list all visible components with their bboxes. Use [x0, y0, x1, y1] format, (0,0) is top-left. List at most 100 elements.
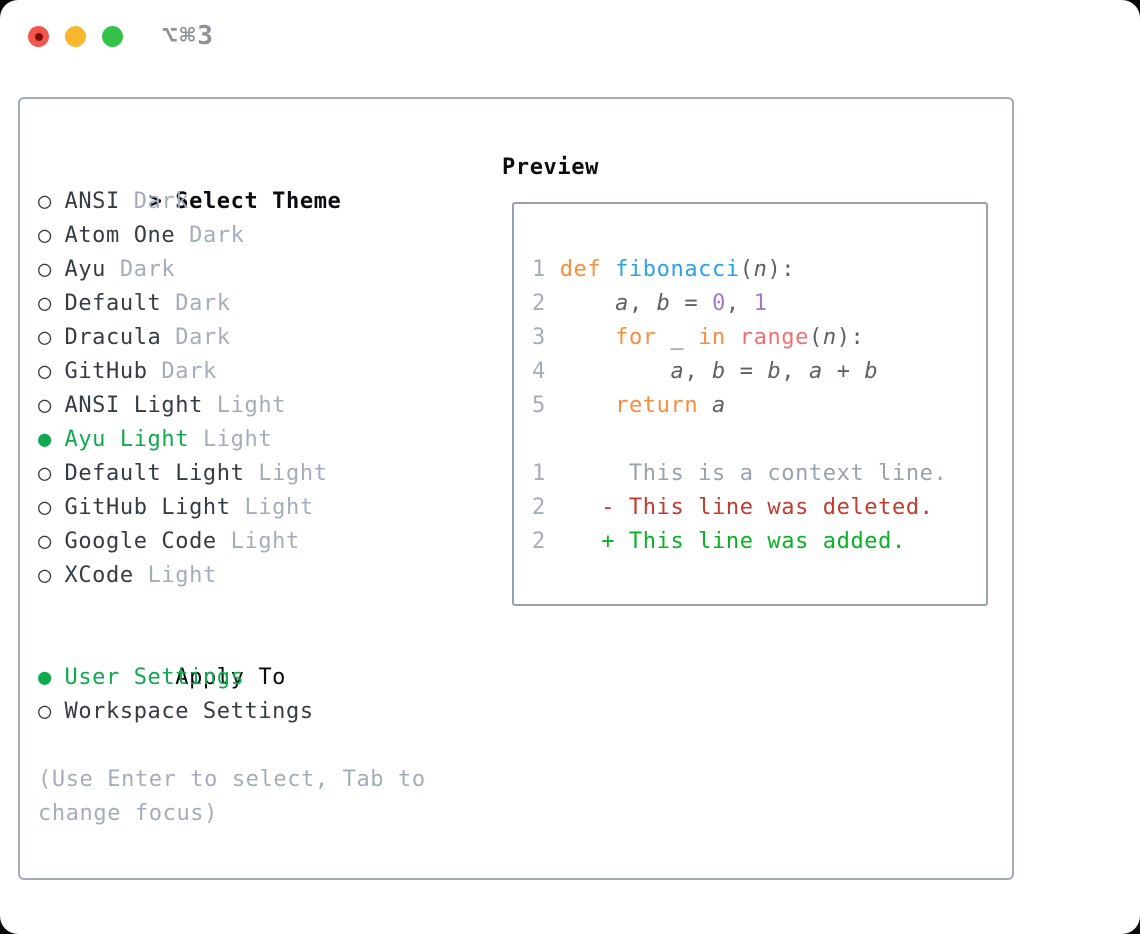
radio-icon: ○ — [38, 359, 52, 384]
radio-icon: ○ — [38, 461, 52, 486]
radio-icon: ○ — [38, 223, 52, 248]
theme-option-ansi-light-light[interactable]: ○ ANSI Light Light — [38, 389, 482, 423]
code-token-plain — [726, 325, 740, 350]
code-token-kw: return — [615, 393, 699, 418]
radio-icon: ○ — [38, 257, 52, 282]
apply-option-user-settings[interactable]: ● User Settings — [38, 661, 482, 695]
zoom-button[interactable] — [102, 26, 123, 47]
code-token-plain: ( — [808, 325, 823, 350]
code-token-plain: ( — [739, 257, 754, 282]
line-number: 1 — [532, 461, 560, 486]
code-token-kw: def — [559, 257, 602, 282]
theme-name: Ayu — [64, 257, 107, 282]
code-token-var: b — [712, 359, 726, 384]
theme-variant: Light — [133, 563, 217, 588]
theme-name: ANSI Light — [64, 393, 203, 418]
minimize-button[interactable] — [65, 26, 86, 47]
radio-icon: ○ — [38, 529, 52, 554]
modified-indicator-dot — [34, 32, 43, 41]
theme-option-xcode-light[interactable]: ○XCode Light — [38, 559, 482, 593]
theme-option-atom-one-dark[interactable]: ○Atom One Dark — [38, 219, 482, 253]
spacer — [38, 593, 482, 627]
radio-selected-icon: ● — [38, 665, 52, 690]
code-token-plain: , — [725, 291, 754, 316]
code-token-del: - This line was deleted. — [559, 495, 934, 520]
apply-to-header: Apply To — [38, 627, 482, 690]
prompt-icon: > — [148, 189, 163, 214]
theme-option-github-dark[interactable]: ○ GitHub Dark — [38, 355, 482, 389]
code-token-plain — [601, 257, 615, 282]
code-token-plain: ): — [767, 257, 796, 282]
code-token-kw: in — [698, 325, 726, 350]
code-token-plain — [560, 393, 615, 418]
radio-icon: ○ — [38, 291, 52, 316]
apply-option-label: User Settings — [64, 665, 245, 690]
close-button[interactable] — [28, 26, 49, 47]
preview-line: 3 for _ in range(n): — [532, 321, 986, 355]
theme-variant: Dark — [161, 291, 231, 316]
code-token-plain — [560, 359, 671, 384]
theme-option-github-light-light[interactable]: ○GitHub Light Light — [38, 491, 482, 525]
line-number: 2 — [532, 529, 560, 554]
radio-selected-icon: ● — [38, 427, 52, 452]
line-number: 3 — [532, 325, 560, 350]
line-number: 2 — [532, 291, 560, 316]
preview-title: Preview — [502, 155, 599, 180]
theme-option-google-code-light[interactable]: ○Google Code Light — [38, 525, 482, 559]
theme-name: Default Light — [64, 461, 245, 486]
theme-variant: Light — [202, 393, 287, 418]
code-token-var: a — [712, 393, 726, 418]
code-token-num: 1 — [753, 291, 768, 316]
preview-line: 2 + This line was added. — [532, 525, 986, 559]
code-token-plain: = — [670, 291, 713, 316]
line-number — [532, 427, 560, 452]
window-title: ⌥⌘3 — [162, 21, 215, 51]
theme-variant: Light — [216, 529, 300, 554]
theme-option-ansi-dark[interactable]: ○ANSI Dark — [38, 185, 482, 219]
code-token-plain: = — [725, 359, 768, 384]
code-token-var: a — [809, 359, 823, 384]
apply-option-label: Workspace Settings — [64, 699, 314, 724]
code-token-plain: , — [781, 359, 809, 384]
theme-name: Atom One — [64, 223, 176, 248]
code-token-plain — [698, 393, 712, 418]
preview-line: 2 - This line was deleted. — [532, 491, 986, 525]
theme-name: Ayu Light — [64, 427, 190, 452]
theme-variant: Dark — [147, 359, 217, 384]
preview-line: 5 return a — [532, 389, 986, 423]
code-token-var: b — [767, 359, 782, 384]
theme-variant: Dark — [119, 189, 190, 214]
preview-line: 2 a, b = 0, 1 — [532, 287, 986, 321]
code-token-coral: range — [739, 325, 809, 350]
apply-option-workspace-settings[interactable]: ○Workspace Settings — [38, 695, 482, 729]
theme-option-ayu-dark[interactable]: ○Ayu Dark — [38, 253, 482, 287]
code-token-var: a — [615, 291, 629, 316]
code-token-plain — [560, 325, 615, 350]
theme-name: GitHub Light — [64, 495, 231, 520]
line-number: 4 — [532, 359, 560, 384]
theme-name: Dracula — [64, 325, 162, 350]
theme-option-default-dark[interactable]: ○Default Dark — [38, 287, 482, 321]
code-token-var: n — [822, 325, 837, 350]
code-token-plain: ): — [836, 325, 865, 350]
radio-icon: ○ — [38, 495, 52, 520]
radio-icon: ○ — [38, 393, 52, 418]
theme-name: GitHub — [64, 359, 148, 384]
theme-option-ayu-light-light[interactable]: ●Ayu Light Light — [38, 423, 482, 457]
preview-line: 1 def fibonacci(n): — [532, 253, 986, 287]
line-number: 1 — [532, 257, 560, 282]
code-token-var: n — [753, 257, 768, 282]
code-token-plain: _ — [656, 325, 699, 350]
radio-icon: ○ — [38, 563, 52, 588]
select-theme-label: Select Theme — [175, 189, 342, 214]
apply-to-label: Apply To — [175, 665, 287, 690]
code-token-num: 0 — [712, 291, 726, 316]
theme-option-dracula-dark[interactable]: ○Dracula Dark — [38, 321, 482, 355]
theme-picker-panel: > Select Theme ○ANSI Dark ○ Atom One Dark ○ A… — [18, 97, 1014, 880]
code-token-fn: fibonacci — [615, 257, 740, 282]
traffic-lights — [28, 26, 123, 47]
theme-option-default-light-light[interactable]: ○Default Light Light — [38, 457, 482, 491]
